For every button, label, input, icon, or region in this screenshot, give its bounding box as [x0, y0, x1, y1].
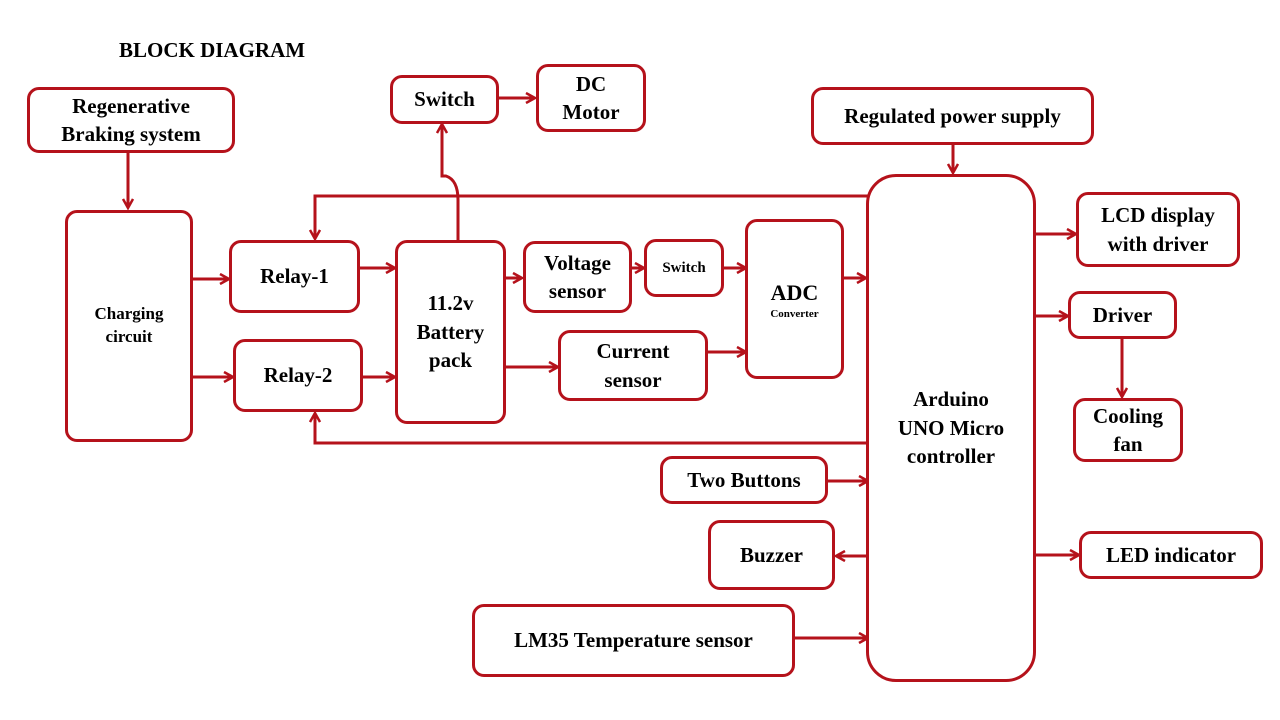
wire-arduino-relay1 [315, 194, 868, 239]
led-indicator-block: LED indicator [1079, 531, 1263, 579]
lcd-display-block: LCD display with driver [1076, 192, 1240, 267]
motor-switch-block: Switch [390, 75, 499, 124]
buzzer-block: Buzzer [708, 520, 835, 590]
adc-sublabel: Converter [770, 307, 819, 320]
cooling-fan-block: Cooling fan [1073, 398, 1183, 462]
wire-arduino-relay2 [315, 413, 868, 445]
adc-switch-block: Switch [644, 239, 724, 297]
lm35-temperature-sensor-block: LM35 Temperature sensor [472, 604, 795, 677]
two-buttons-block: Two Buttons [660, 456, 828, 504]
dc-motor-block: DC Motor [536, 64, 646, 132]
relay-2-block: Relay-2 [233, 339, 363, 412]
battery-pack-block: 11.2v Battery pack [395, 240, 506, 424]
voltage-sensor-block: Voltage sensor [523, 241, 632, 313]
wire-battery-switch [442, 124, 460, 240]
current-sensor-block: Current sensor [558, 330, 708, 401]
relay-1-block: Relay-1 [229, 240, 360, 313]
driver-block: Driver [1068, 291, 1177, 339]
arduino-uno-block: Arduino UNO Micro controller [866, 174, 1036, 682]
charging-circuit-block: Charging circuit [65, 210, 193, 442]
diagram-title: BLOCK DIAGRAM [119, 38, 306, 62]
adc-converter-block: ADC Converter [745, 219, 844, 379]
adc-label: ADC [770, 280, 819, 306]
regenerative-braking-block: Regenerative Braking system [27, 87, 235, 153]
regulated-power-supply-block: Regulated power supply [811, 87, 1094, 145]
